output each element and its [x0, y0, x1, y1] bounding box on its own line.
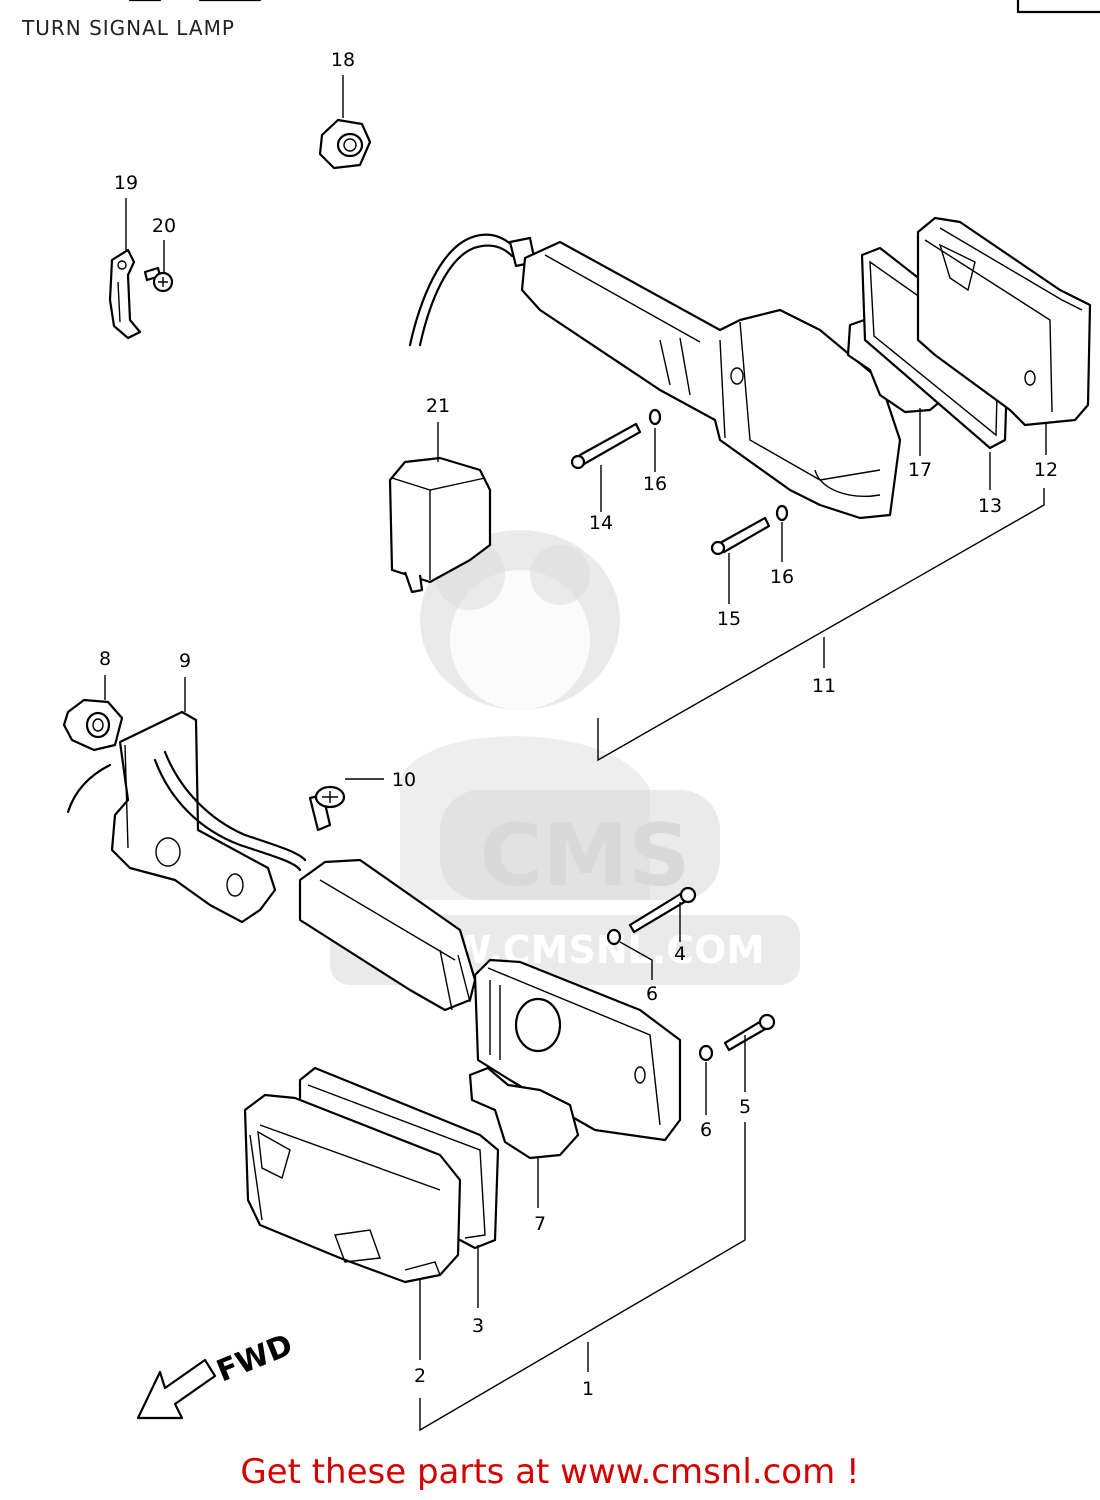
callout-20: 20: [152, 215, 176, 237]
frame-corner: [1016, 0, 1100, 14]
footer-parts-link[interactable]: Get these parts at www.cmsnl.com !: [240, 1452, 860, 1492]
callout-18: 18: [331, 49, 355, 71]
callout-5: 5: [739, 1096, 751, 1118]
callout-17: 17: [908, 459, 932, 481]
callout-15: 15: [717, 608, 741, 630]
part-16-washer-a: [648, 408, 662, 426]
part-16-washer-b: [775, 504, 789, 522]
callout-1: 1: [582, 1378, 594, 1400]
callout-6a: 6: [646, 983, 658, 1005]
part-18-nut: [318, 118, 372, 170]
part-6-washer-a: [606, 928, 622, 946]
lower-turn-signal-assembly: [153, 750, 682, 1284]
leader-6a: [619, 941, 653, 980]
assembly-bracket-11: [597, 488, 1045, 762]
part-5-screw: [723, 1013, 776, 1052]
part-15-screw: [710, 516, 771, 556]
part-14-screw: [570, 422, 642, 470]
callout-21: 21: [426, 395, 450, 417]
callout-7: 7: [534, 1213, 546, 1235]
callout-12: 12: [1034, 459, 1058, 481]
callout-11: 11: [812, 675, 836, 697]
mount-arc: [66, 763, 112, 814]
upper-turn-signal-assembly: [408, 216, 1092, 520]
callout-6b: 6: [700, 1119, 712, 1141]
watermark-brand: CMS: [480, 806, 691, 906]
fwd-label: FWD: [212, 1328, 298, 1390]
callout-4: 4: [674, 943, 686, 965]
callout-10: 10: [392, 769, 416, 791]
callout-14: 14: [589, 512, 613, 534]
assembly-bracket-1: [419, 1122, 746, 1432]
callout-9: 9: [179, 650, 191, 672]
callout-13: 13: [978, 495, 1002, 517]
part-4-screw: [628, 886, 697, 934]
callout-2: 2: [414, 1365, 426, 1387]
part-6-washer-b: [698, 1044, 714, 1062]
part-20-screw: [143, 266, 174, 293]
callout-3: 3: [472, 1315, 484, 1337]
part-19-clamp: [108, 248, 142, 340]
fwd-direction-arrow: FWD: [136, 1328, 298, 1420]
callout-8: 8: [99, 648, 111, 670]
callout-19: 19: [114, 172, 138, 194]
part-21-flasher-relay: [388, 456, 492, 594]
part-10-screw: [308, 785, 346, 832]
callout-16b: 16: [770, 566, 794, 588]
part-8-nut: [62, 698, 124, 752]
page-title: TURN SIGNAL LAMP: [22, 16, 235, 40]
callout-16a: 16: [643, 473, 667, 495]
